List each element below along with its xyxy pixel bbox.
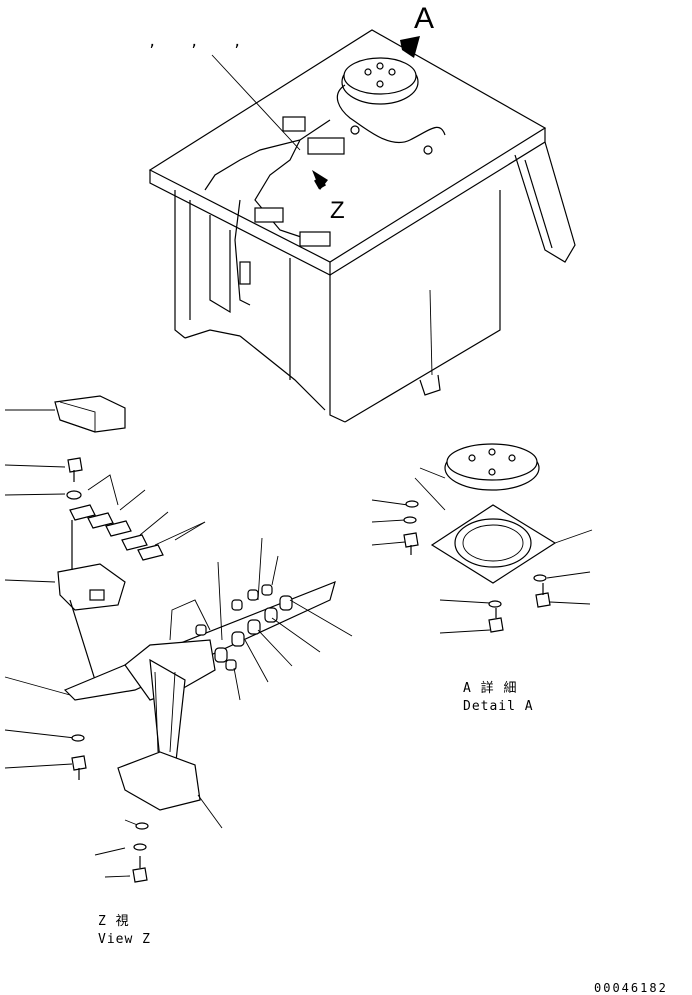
view-z-exploded [4,395,353,883]
view-a-letter: A [414,2,434,35]
callout-comma-2: , [190,34,198,50]
arrow-z-letter: Z [330,197,345,224]
detail-a-jp: A 詳 細 [463,680,517,696]
grommets [195,584,293,671]
detail-a-exploded [371,443,593,634]
callout-comma-3: , [233,34,241,50]
view-z-jp: Z 視 [98,914,130,929]
tank-assembly [148,29,576,423]
drawing-number: 00046182 [594,981,668,995]
view-z-en: View Z [98,932,151,947]
callout-comma-1: , [148,34,156,50]
detail-a-en: Detail A [463,699,534,714]
